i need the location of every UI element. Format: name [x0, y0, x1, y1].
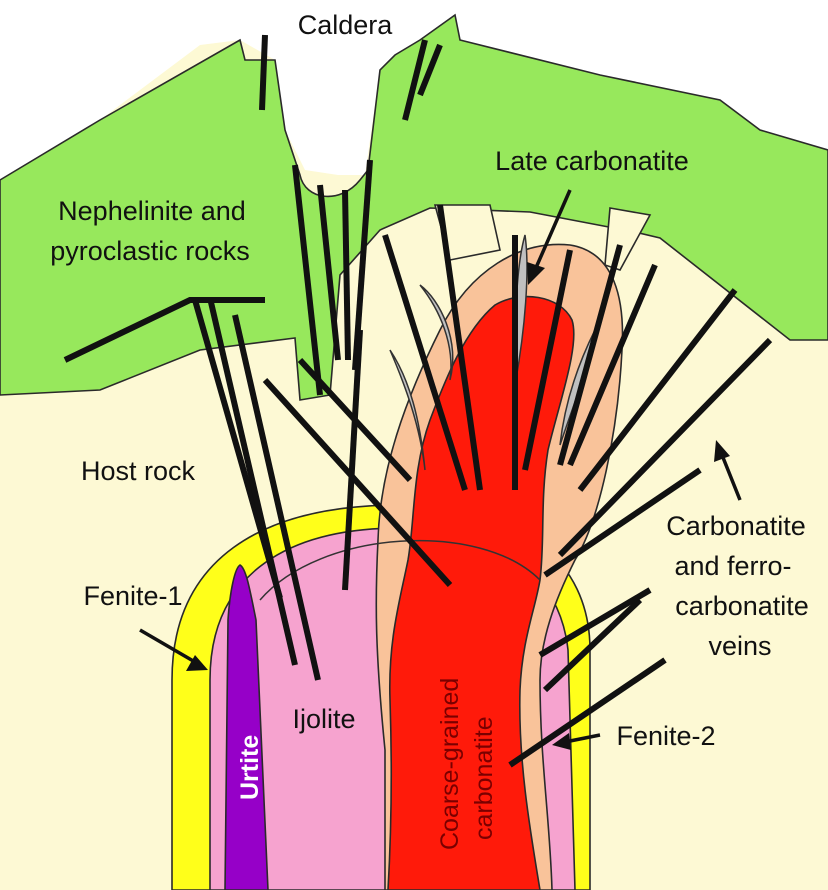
- veins-label-line3: carbonatite: [675, 591, 809, 621]
- late-carbonatite-label: Late carbonatite: [495, 146, 689, 176]
- veins-label-line2: and ferro-: [674, 551, 791, 581]
- ijolite-label: Ijolite: [292, 704, 355, 734]
- nephelinite-label-line1: Nephelinite and: [58, 196, 246, 226]
- coarse-grained-label-line2: carbonatite: [470, 716, 498, 840]
- nephelinite-label-line2: pyroclastic rocks: [50, 236, 250, 266]
- host-rock-label: Host rock: [81, 456, 196, 486]
- fenite-1-label: Fenite-1: [83, 581, 182, 611]
- urtite-label: Urtite: [236, 735, 264, 800]
- caldera-label: Caldera: [298, 10, 394, 40]
- veins-label-line4: veins: [708, 631, 771, 661]
- veins-label-line1: Carbonatite: [666, 511, 806, 541]
- coarse-grained-label-line1: Coarse-grained: [436, 678, 464, 850]
- fenite-2-label: Fenite-2: [616, 721, 715, 751]
